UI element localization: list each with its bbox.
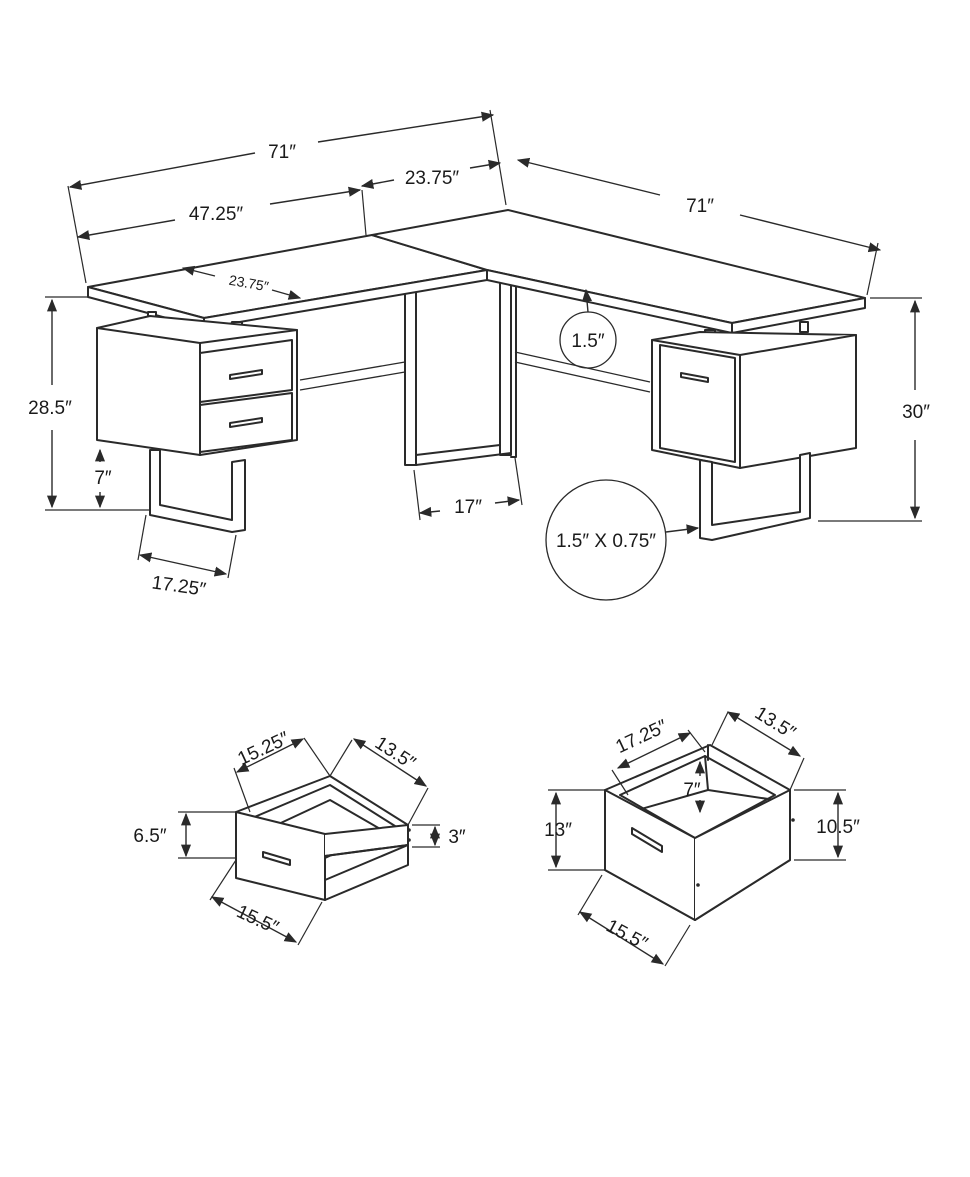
file-drawer-inner-height-label: 7″ [683, 780, 701, 801]
leg-tube-callout [545, 479, 667, 601]
drawer-handle-icon [229, 369, 263, 380]
small-drawer-width-label: 15.25″ [235, 728, 293, 770]
file-handle-icon [680, 372, 709, 383]
file-drawer-handle-icon [631, 827, 663, 853]
file-drawer-front-width-label: 15.5″ [602, 916, 651, 955]
drawer-handle-icon [229, 417, 263, 428]
overall-width-right-label: 71″ [686, 196, 714, 217]
small-drawer-handle-icon [262, 851, 291, 866]
corner-depth-label: 23.75″ [405, 168, 460, 189]
l-desk-drawing: 71″ 47.25″ 23.75″ 23.75″ 71″ 1.5″ 28.5″ … [28, 109, 930, 601]
file-drawer-drawing: 17.25″ 13.5″ 7″ 13″ 10.5″ 15.5″ [544, 703, 860, 967]
file-drawer-front-height-label: 13″ [544, 820, 572, 841]
small-drawer-depth-label: 13.5″ [371, 733, 419, 775]
file-drawer-side-height-label: 10.5″ [816, 817, 860, 838]
file-drawer-width-label: 17.25″ [613, 716, 671, 758]
top-thickness-label: 1.5″ [571, 331, 604, 352]
small-drawer-front-height-label: 6.5″ [133, 826, 166, 847]
leg-width-middle-label: 17″ [454, 497, 482, 518]
middle-leg [404, 279, 517, 466]
right-cabinet [651, 331, 857, 469]
floor-clearance-label: 7″ [94, 468, 112, 489]
overall-width-left-label: 71″ [268, 142, 296, 163]
height-right-label: 30″ [902, 402, 930, 423]
top-depth-label: 23.75″ [228, 272, 270, 295]
right-desktop [371, 209, 866, 334]
right-leg [699, 452, 811, 541]
leg-tube-label: 1.5″ X 0.75″ [556, 531, 656, 552]
left-cabinet [96, 315, 298, 456]
small-drawer-inner-height-label: 3″ [448, 827, 466, 848]
small-drawer-drawing: 15.25″ 13.5″ 6.5″ 3″ 15.5″ [133, 728, 466, 946]
small-drawer-front-width-label: 15.5″ [233, 901, 282, 939]
file-drawer-depth-label: 13.5″ [751, 703, 799, 744]
height-left-label: 28.5″ [28, 398, 72, 419]
left-leg [149, 449, 246, 533]
left-desktop [87, 234, 488, 329]
left-top-length-label: 47.25″ [189, 204, 244, 225]
leg-width-left-label: 17.25″ [150, 572, 207, 600]
